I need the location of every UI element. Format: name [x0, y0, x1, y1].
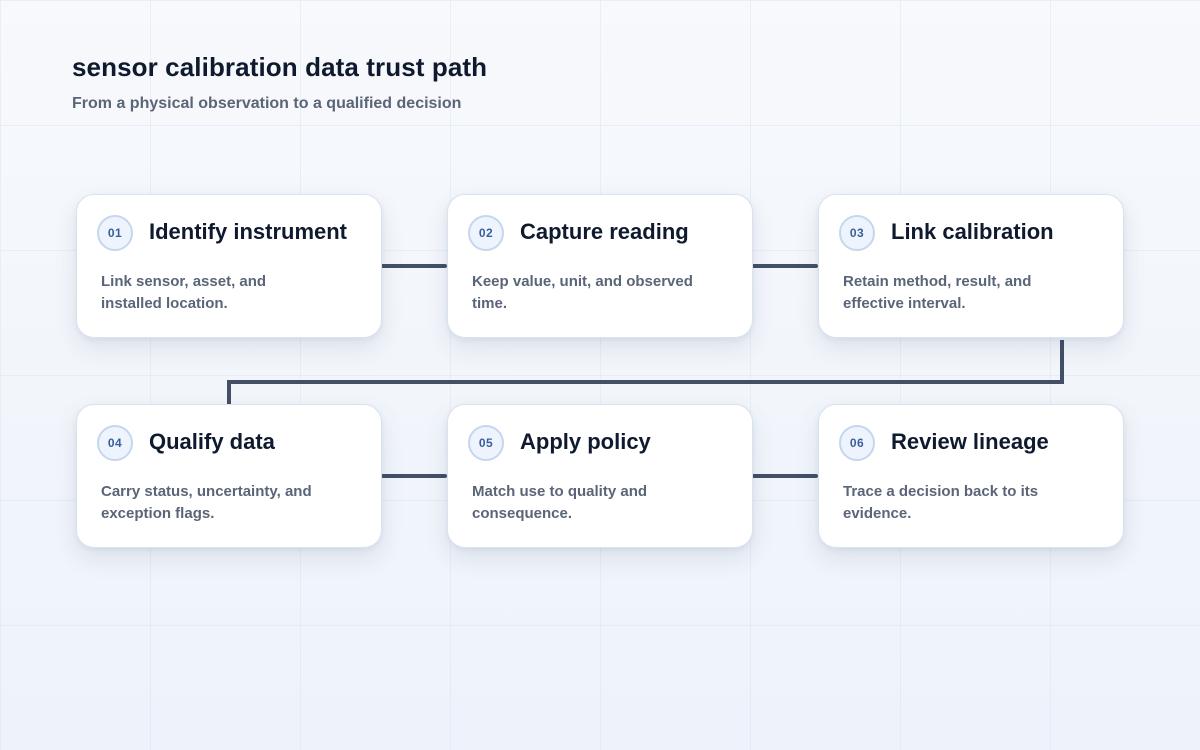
step-description: Retain method, result, and effective int… — [843, 273, 1032, 312]
step-description: Keep value, unit, and observed time. — [472, 273, 693, 312]
step-description: Trace a decision back to its evidence. — [843, 483, 1039, 522]
step-title: Qualify data — [149, 429, 275, 454]
step-number-badge: 04 — [97, 425, 133, 461]
page-title: sensor calibration data trust path — [72, 52, 488, 82]
step-title: Review lineage — [891, 429, 1049, 454]
step-title: Capture reading — [520, 219, 689, 244]
step-title: Apply policy — [520, 429, 651, 454]
page-subtitle: From a physical observation to a qualifi… — [72, 95, 462, 112]
step-card-06: 06 Review lineage Trace a decision back … — [818, 404, 1124, 548]
step-number-badge: 02 — [468, 215, 504, 251]
step-description: Carry status, uncertainty, and exception… — [101, 483, 312, 522]
step-number-badge: 01 — [97, 215, 133, 251]
step-title: Link calibration — [891, 219, 1054, 244]
step-card-04: 04 Qualify data Carry status, uncertaint… — [76, 404, 382, 548]
step-number-badge: 06 — [839, 425, 875, 461]
step-card-05: 05 Apply policy Match use to quality and… — [447, 404, 753, 548]
step-description: Link sensor, asset, and installed locati… — [101, 273, 267, 312]
connector-03-04 — [227, 340, 1064, 404]
step-card-03: 03 Link calibration Retain method, resul… — [818, 194, 1124, 338]
step-card-01: 01 Identify instrument Link sensor, asse… — [76, 194, 382, 338]
step-card-02: 02 Capture reading Keep value, unit, and… — [447, 194, 753, 338]
step-title: Identify instrument — [149, 219, 348, 244]
step-number-badge: 03 — [839, 215, 875, 251]
step-description: Match use to quality and consequence. — [472, 483, 648, 522]
step-number-badge: 05 — [468, 425, 504, 461]
